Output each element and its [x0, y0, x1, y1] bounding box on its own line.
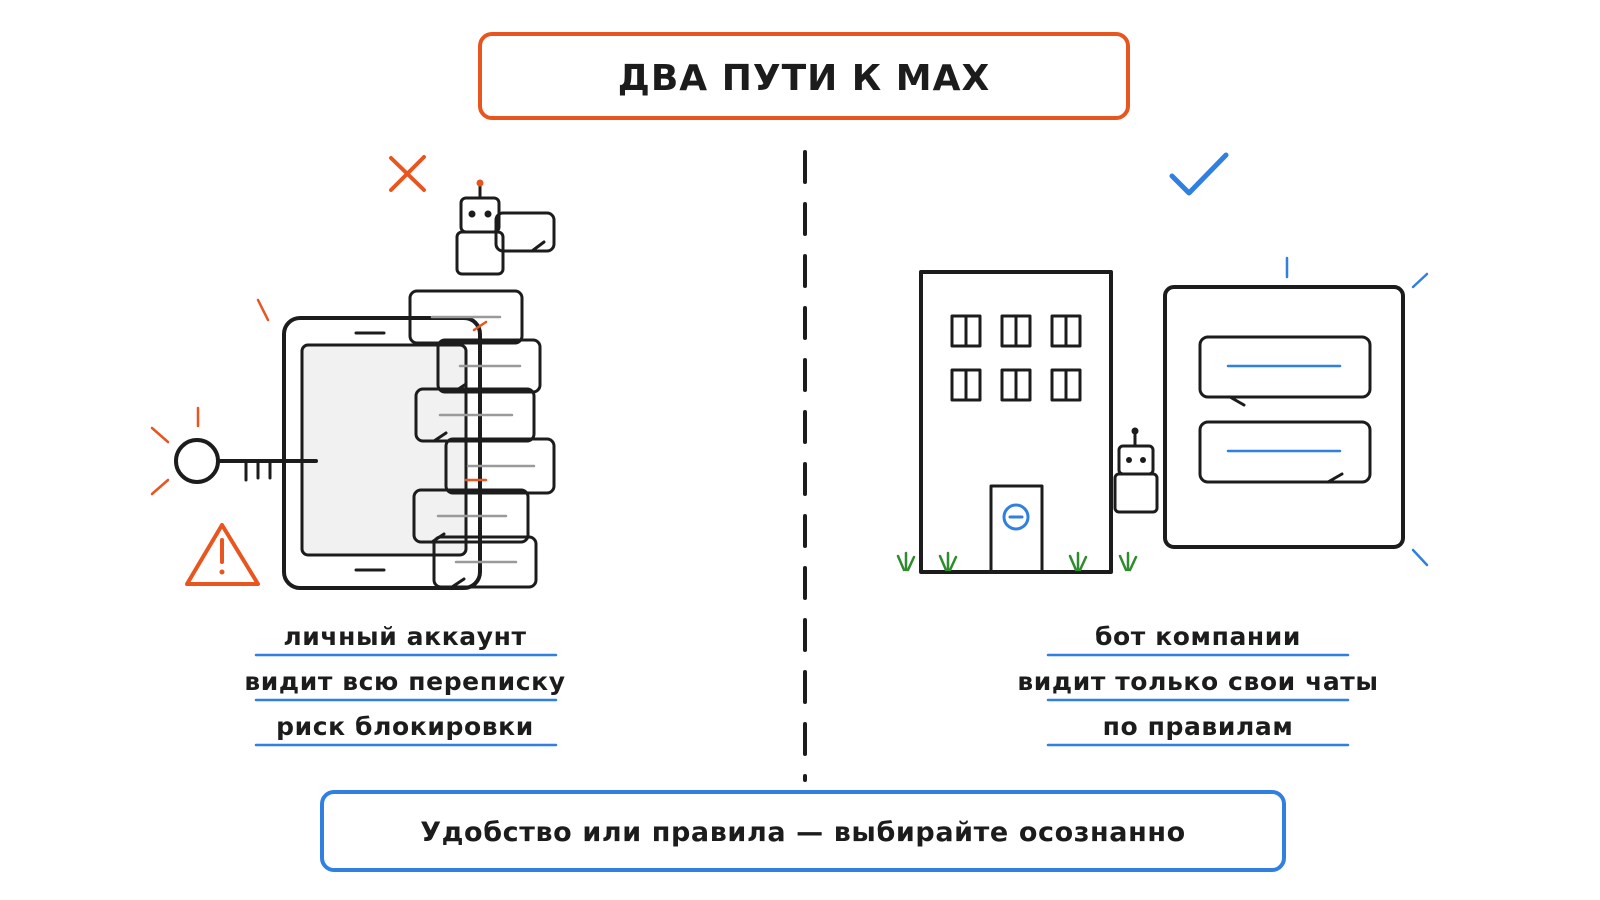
check-icon — [1169, 152, 1229, 196]
warning-triangle-icon — [185, 523, 260, 586]
grass-tufts — [896, 551, 1138, 572]
left-line-3: риск блокировки — [276, 712, 534, 741]
page-title: ДВА ПУТИ К MAX — [618, 58, 990, 99]
title-box: ДВА ПУТИ К MAX — [478, 32, 1130, 120]
right-line-1: бот компании — [1095, 622, 1301, 651]
chat-bubble — [432, 535, 538, 589]
robot-icon — [455, 179, 556, 276]
chat-bubble-stack — [408, 289, 556, 589]
chat-panel-icon — [1163, 285, 1405, 549]
chat-bubble — [408, 289, 524, 345]
left-line-1: личный аккаунт — [283, 622, 526, 651]
chat-bubble — [1198, 420, 1372, 484]
alert-spark-lines — [150, 298, 270, 496]
tablet-icon — [282, 316, 482, 590]
accent-lines — [1285, 256, 1429, 567]
left-line-2: видит всю переписку — [244, 667, 565, 696]
left-caption: личный аккаунт видит всю переписку риск … — [244, 622, 565, 747]
footer-box: Удобство или правила — выбирайте осознан… — [320, 790, 1286, 872]
cross-icon — [389, 155, 426, 192]
right-line-3: по правилам — [1103, 712, 1294, 741]
right-caption: бот компании видит только свои чаты по п… — [1017, 622, 1378, 747]
robot-icon — [1113, 427, 1159, 514]
chat-bubble — [414, 387, 536, 443]
key-icon — [174, 438, 318, 484]
footer-message: Удобство или правила — выбирайте осознан… — [420, 817, 1186, 848]
right-line-2: видит только свои чаты — [1017, 667, 1378, 696]
chat-bubble — [444, 437, 556, 495]
office-building-icon — [896, 270, 1138, 574]
chat-bubble — [1198, 335, 1372, 407]
